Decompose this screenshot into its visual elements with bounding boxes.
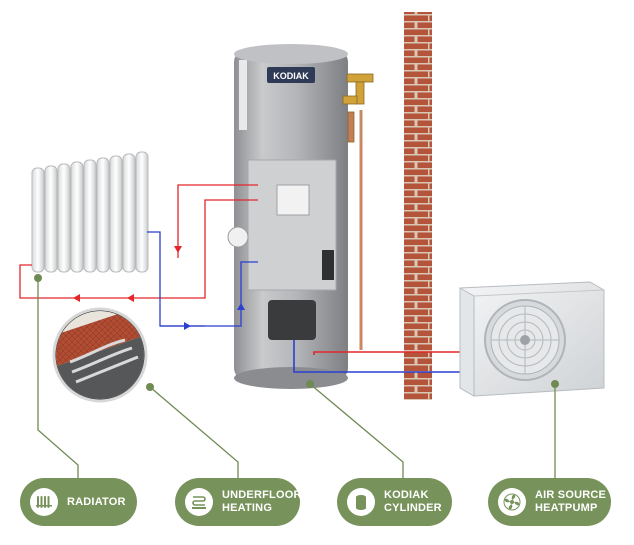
- brick-wall: [404, 12, 432, 400]
- underfloor-heating-image: [52, 307, 148, 403]
- pipework: [19, 184, 470, 373]
- kodiak-cylinder-image: [227, 44, 348, 389]
- air-source-heatpump-label-text: AIR SOURCE HEATPUMP: [535, 489, 607, 514]
- radiator-label[interactable]: RADIATOR: [20, 478, 137, 526]
- logo-text: KODIAK: [273, 71, 309, 81]
- leader-lines: [37, 278, 556, 484]
- kodiak-cylinder-label[interactable]: KODIAK CYLINDER: [337, 478, 452, 526]
- radiator-label-text: RADIATOR: [67, 495, 126, 508]
- flow-arrows: [73, 246, 245, 330]
- radiator-image: [31, 151, 149, 273]
- air-source-heatpump-image: [459, 281, 605, 397]
- cylinder-icon: [347, 488, 375, 516]
- underfloor-heating-icon: [185, 488, 213, 516]
- leader-dots: [34, 274, 559, 391]
- kodiak-logo: KODIAK: [267, 67, 315, 83]
- air-source-heatpump-label[interactable]: AIR SOURCE HEATPUMP: [488, 478, 611, 526]
- fan-icon: [498, 488, 526, 516]
- kodiak-cylinder-label-text: KODIAK CYLINDER: [384, 489, 442, 514]
- radiator-icon: [30, 488, 58, 516]
- underfloor-heating-label[interactable]: UNDERFLOOR HEATING: [175, 478, 302, 526]
- valve-assembly: [342, 73, 374, 143]
- underfloor-heating-label-text: UNDERFLOOR HEATING: [222, 489, 302, 514]
